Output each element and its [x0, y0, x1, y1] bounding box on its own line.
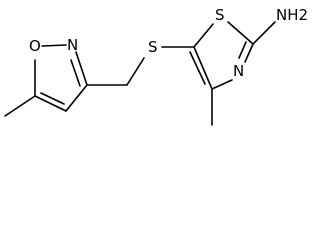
- atom-label-amine: NH2: [276, 6, 308, 24]
- bond-c2-n3: [244, 43, 254, 63]
- bond-s1-c2: [227, 21, 254, 45]
- atom-label-thioether-sulfur: S: [148, 38, 158, 56]
- chemical-structure-diagram: O N S S N NH2: [4, 6, 308, 126]
- bond-methyl-isoxazole: [4, 95, 36, 117]
- bond-c3-c4: [65, 84, 88, 112]
- bond-n3-c4: [211, 79, 233, 90]
- bond-c4-c5: [34, 95, 67, 112]
- bond-c2-n3-double: [238, 41, 247, 59]
- bond-n2-c3: [75, 51, 88, 86]
- bond-c2-nh2: [252, 21, 276, 45]
- atom-label-isoxazole-nitrogen: N: [67, 36, 78, 54]
- bond-ch2-s: [126, 57, 145, 86]
- atom-label-thiazole-sulfur: S: [215, 6, 225, 24]
- atom-label-isoxazole-oxygen: O: [29, 37, 41, 55]
- atom-label-thiazole-nitrogen: N: [233, 62, 244, 80]
- bond-c5-s1: [193, 23, 214, 48]
- bond-c4-c5-double: [40, 92, 65, 105]
- bond-c4-c5-double: [189, 51, 206, 85]
- bond-c4-c5: [193, 46, 213, 90]
- bond-n2-c3-double: [70, 59, 81, 87]
- bond-o1-n2: [41, 44, 67, 47]
